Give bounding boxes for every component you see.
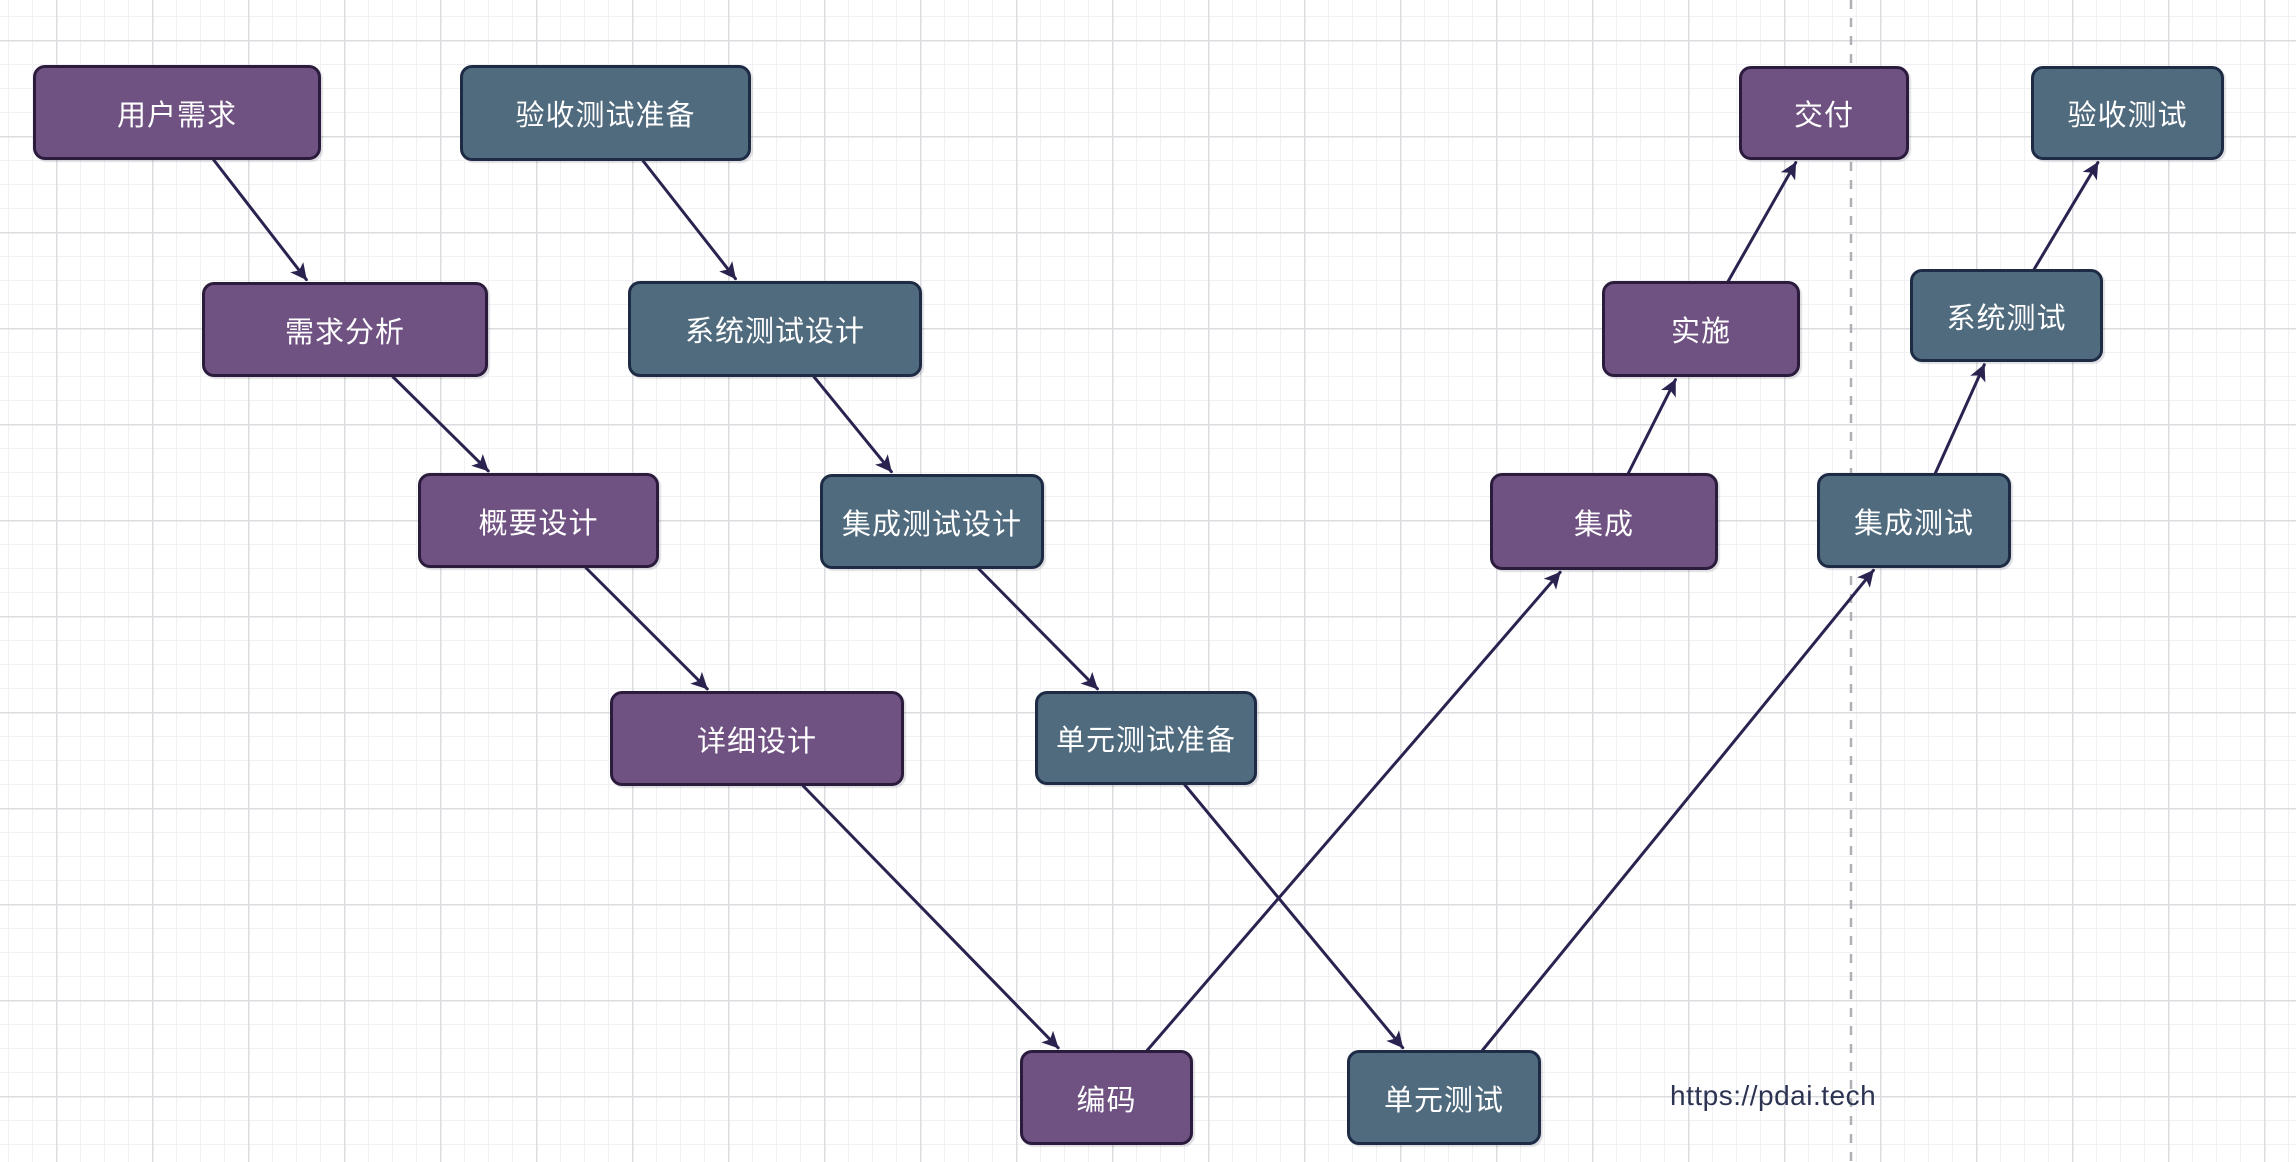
edge-coding--integration	[1146, 570, 1562, 1052]
node-integration: 集成	[1490, 473, 1718, 570]
node-high-level-design: 概要设计	[418, 473, 659, 568]
edge-group	[212, 158, 2100, 1052]
edge-system-test-design--integration-test-design	[812, 375, 893, 474]
edge-acceptance-test-preparation--system-test-design	[641, 159, 737, 281]
node-unit-test-preparation: 单元测试准备	[1035, 691, 1257, 785]
node-system-test-design: 系统测试设计	[628, 281, 922, 377]
node-acceptance-test: 验收测试	[2031, 66, 2224, 160]
node-coding: 编码	[1020, 1050, 1193, 1145]
node-acceptance-test-preparation: 验收测试准备	[460, 65, 751, 161]
watermark-url: https://pdai.tech	[1670, 1080, 1877, 1111]
edge-integration-test-design--unit-test-preparation	[977, 567, 1099, 691]
node-implementation: 实施	[1602, 281, 1800, 377]
node-unit-test: 单元测试	[1347, 1050, 1541, 1145]
node-system-test: 系统测试	[1910, 269, 2103, 362]
edge-unit-test-preparation--unit-test	[1183, 783, 1405, 1050]
node-delivery: 交付	[1739, 66, 1909, 160]
edge-user-requirements--requirements-analysis	[212, 158, 308, 282]
node-user-requirements: 用户需求	[33, 65, 321, 160]
edge-unit-test--integration-test	[1481, 568, 1875, 1052]
edge-implementation--delivery	[1726, 161, 1798, 283]
edge-system-test--acceptance-test	[2032, 161, 2100, 271]
edge-high-level-design--detailed-design	[584, 566, 709, 691]
node-requirements-analysis: 需求分析	[202, 282, 488, 377]
node-detailed-design: 详细设计	[610, 691, 904, 786]
node-integration-test-design: 集成测试设计	[820, 474, 1044, 569]
edge-requirements-analysis--high-level-design	[391, 375, 490, 473]
edge-detailed-design--coding	[801, 784, 1060, 1050]
edge-integration-test--system-test	[1933, 363, 1986, 475]
node-integration-test: 集成测试	[1817, 473, 2011, 568]
edge-integration--implementation	[1626, 378, 1677, 475]
